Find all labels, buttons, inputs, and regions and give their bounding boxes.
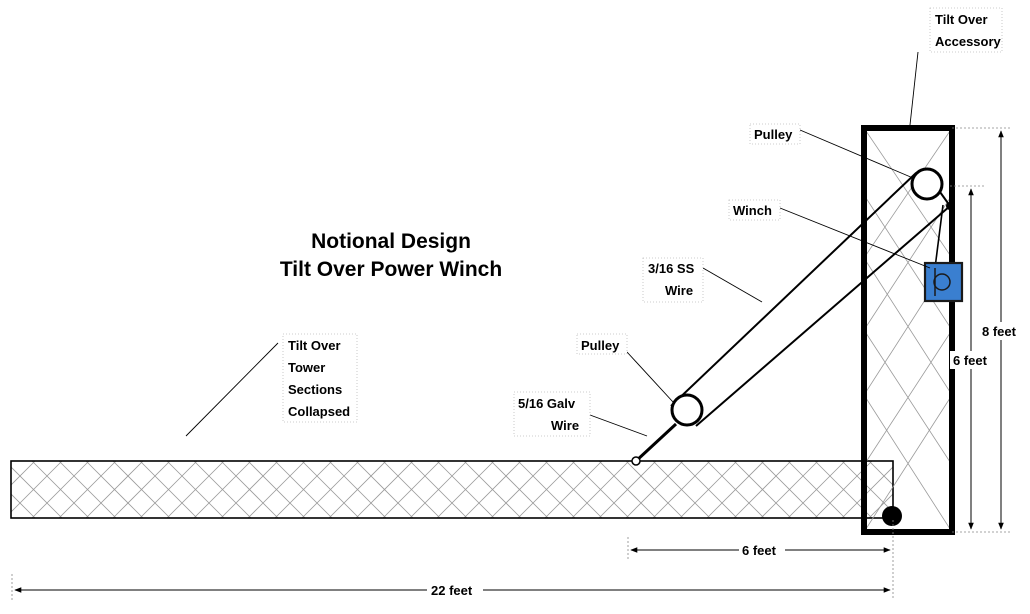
dimensions bbox=[11, 127, 1010, 600]
tower-label-line2: Tower bbox=[288, 360, 325, 375]
ss-wire-lower bbox=[695, 205, 951, 427]
winch-leader bbox=[779, 207, 931, 269]
tower-label-line1: Tilt Over bbox=[288, 338, 341, 353]
pulley-bottom-label: Pulley bbox=[581, 338, 620, 353]
galv-wire-label-line2: Wire bbox=[551, 418, 579, 433]
ss-wire-leader bbox=[702, 267, 763, 303]
ss-wire-label-line1: 3/16 SS bbox=[648, 261, 695, 276]
accessory-leader bbox=[909, 51, 919, 126]
pulley-top-label-box bbox=[749, 123, 801, 145]
title-line-2: Tilt Over Power Winch bbox=[280, 258, 502, 281]
dim-6ft-h-label-bg bbox=[739, 542, 785, 559]
labels: Tilt Over Accessory Pulley Winch 3/16 SS… bbox=[282, 7, 1023, 599]
accessory-label-box bbox=[929, 7, 1003, 53]
tower-sections-collapsed bbox=[10, 460, 894, 519]
ss-wire-upper bbox=[670, 172, 917, 407]
pulley-bottom-icon bbox=[670, 393, 704, 427]
dim-8ft-label: 8 feet bbox=[982, 324, 1017, 339]
accessory-frame bbox=[861, 125, 955, 535]
pulley-bottom-label-box bbox=[576, 333, 628, 355]
pulley-top-label: Pulley bbox=[754, 127, 793, 142]
tower-label-line4: Collapsed bbox=[288, 404, 350, 419]
tower-label-line3: Sections bbox=[288, 382, 342, 397]
galv-wire bbox=[634, 422, 678, 463]
winch-anchor-icon bbox=[946, 202, 954, 210]
winch-label-box bbox=[728, 199, 781, 221]
accessory-label-line2: Accessory bbox=[935, 34, 1002, 49]
wires bbox=[634, 172, 951, 463]
galv-anchor-icon bbox=[631, 456, 641, 466]
dim-6ft-v-label: 6 feet bbox=[953, 353, 988, 368]
accessory-label-line1: Tilt Over bbox=[935, 12, 988, 27]
dim-22ft-label-bg bbox=[427, 582, 483, 599]
diagram-title: Notional Design Tilt Over Power Winch bbox=[280, 230, 502, 281]
tower-outline bbox=[10, 460, 894, 519]
winch-label: Winch bbox=[733, 203, 772, 218]
leader-lines bbox=[185, 51, 931, 437]
tower-leader bbox=[185, 342, 279, 437]
pulley-top-leader bbox=[799, 129, 914, 179]
tower-label-box bbox=[282, 333, 358, 423]
winch-icon bbox=[923, 261, 964, 303]
galv-wire-label-line1: 5/16 Galv bbox=[518, 396, 576, 411]
pulley-bottom-leader bbox=[626, 351, 674, 403]
winch-cable bbox=[934, 204, 944, 269]
ss-wire-label-box bbox=[642, 257, 704, 303]
tilt-over-accessory bbox=[861, 125, 955, 535]
galv-wire-leader bbox=[589, 414, 648, 437]
dim-6ft-v-label-bg bbox=[950, 351, 994, 369]
galv-wire-label-box bbox=[513, 391, 591, 437]
tower-lattice-hatch bbox=[11, 461, 893, 518]
dim-8ft-label-bg bbox=[979, 322, 1023, 340]
hinge-pivot-icon bbox=[882, 506, 902, 526]
dim-6ft-h-label: 6 feet bbox=[742, 543, 777, 558]
accessory-lattice-hatch bbox=[864, 128, 952, 532]
ss-wire-label-line2: Wire bbox=[665, 283, 693, 298]
title-line-1: Notional Design bbox=[311, 230, 471, 253]
dim-22ft-label: 22 feet bbox=[431, 583, 473, 598]
pulley-top-icon bbox=[910, 167, 944, 201]
